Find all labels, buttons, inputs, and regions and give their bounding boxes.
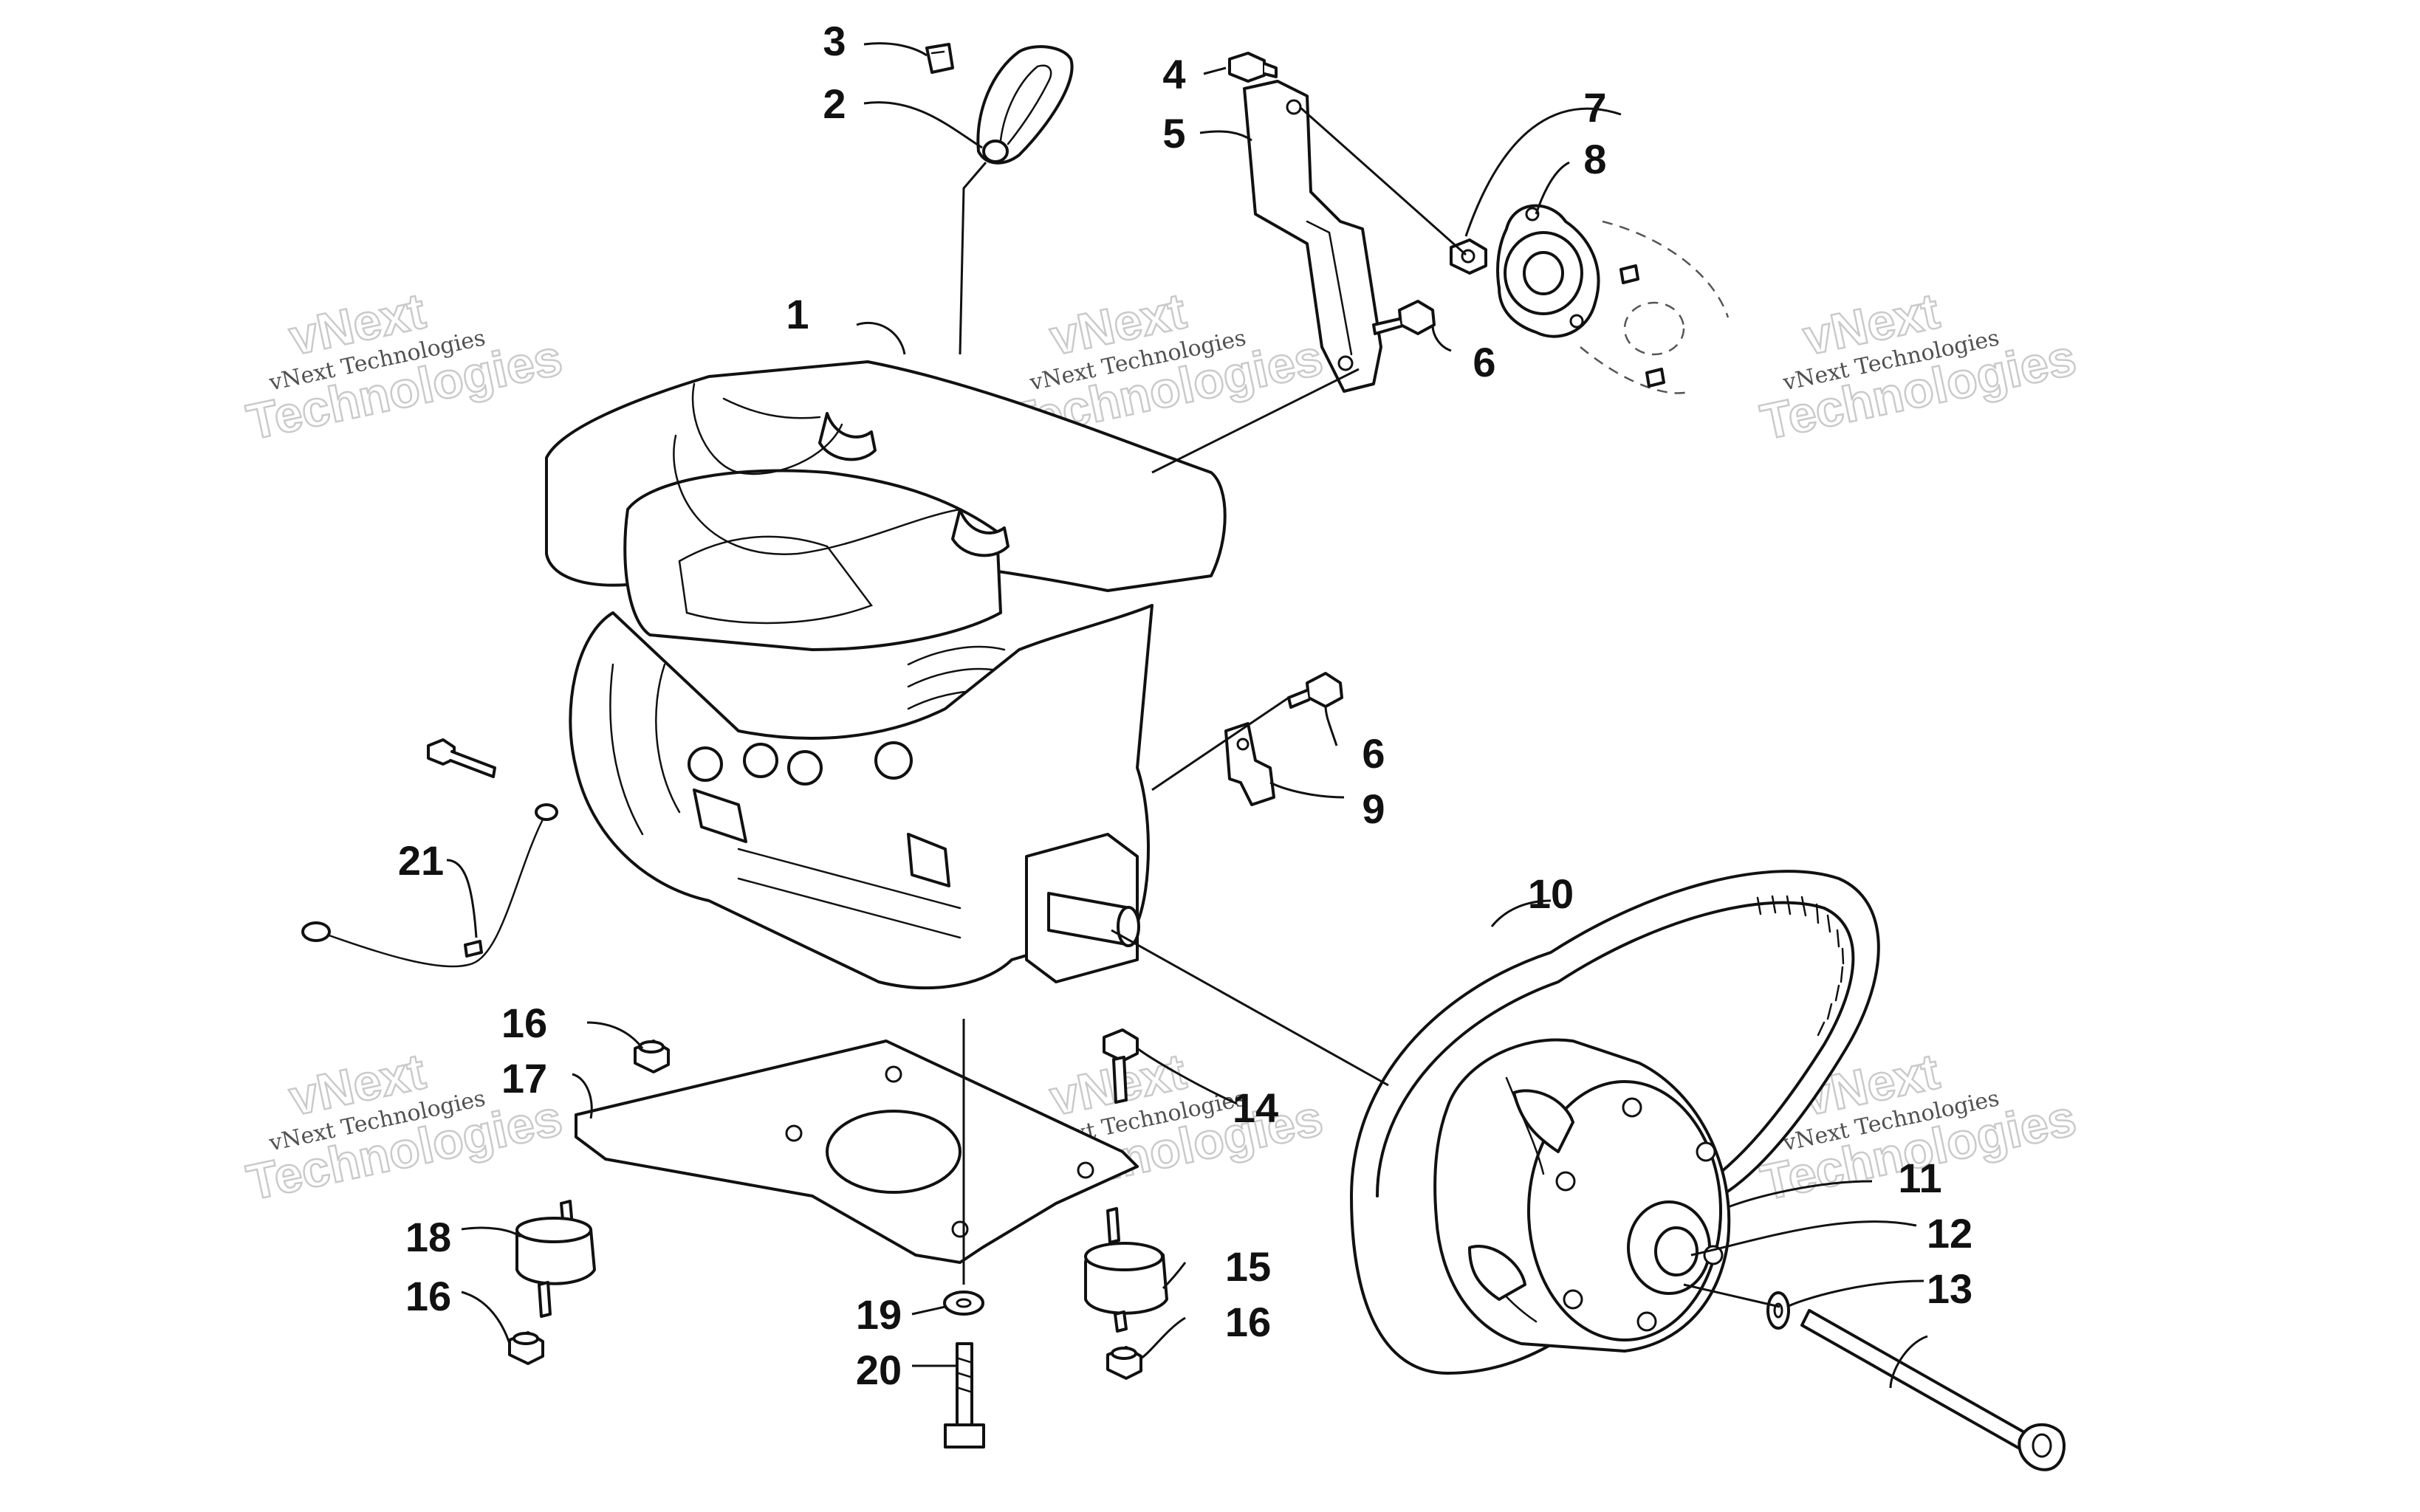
callout-9: 9 — [1362, 786, 1385, 832]
callout-4: 4 — [1162, 51, 1185, 97]
part-2-starter-handle — [959, 45, 1074, 355]
part-15-rubber-mount — [1084, 1207, 1168, 1333]
part-20-bolt — [944, 1342, 985, 1449]
callout-21: 21 — [398, 837, 444, 884]
callout-16-right: 16 — [1225, 1299, 1271, 1345]
part-3-clip — [925, 43, 954, 74]
callout-19: 19 — [856, 1291, 902, 1338]
watermark-group-3: vNext Technologies vNext Technologies — [1755, 282, 2082, 452]
callout-6-mid: 6 — [1362, 730, 1385, 777]
leader-lines — [446, 42, 1928, 1389]
callout-7: 7 — [1583, 84, 1606, 131]
callout-15: 15 — [1225, 1243, 1271, 1290]
callout-12: 12 — [1927, 1210, 1972, 1257]
callout-5: 5 — [1162, 110, 1185, 157]
part-9-bracket — [1224, 722, 1275, 806]
callout-10: 10 — [1528, 870, 1574, 917]
part-18-rubber-mount — [515, 1200, 596, 1318]
part-12-washer — [1766, 1291, 1790, 1330]
part-14-bolt — [1103, 1028, 1139, 1104]
callout-2: 2 — [823, 80, 846, 127]
callout-18: 18 — [405, 1214, 451, 1260]
callout-13: 13 — [1927, 1265, 1972, 1312]
part-21-ground-wire — [301, 738, 558, 968]
part-5-bracket — [1243, 80, 1382, 393]
callout-8: 8 — [1583, 136, 1606, 182]
callout-20: 20 — [856, 1347, 902, 1393]
callout-1: 1 — [786, 291, 809, 337]
callout-11: 11 — [1898, 1155, 1941, 1201]
part-1-engine — [545, 360, 1227, 990]
part-16-nut-left — [508, 1331, 544, 1365]
watermark-group-6: vNext Technologies vNext Technologies — [1755, 1042, 2082, 1212]
watermark-group-4: vNext Technologies vNext Technologies — [241, 1042, 568, 1212]
part-6-bolt-mid — [1287, 672, 1343, 709]
callout-3: 3 — [823, 18, 846, 64]
callout-17: 17 — [501, 1055, 547, 1102]
callout-6-top: 6 — [1473, 339, 1495, 385]
part-16-nut-top — [634, 1040, 670, 1073]
callout-14: 14 — [1233, 1085, 1278, 1131]
watermark-group-1: vNext Technologies vNext Technologies — [241, 282, 568, 452]
callout-16-top: 16 — [501, 1000, 547, 1046]
part-8-bearing-flange — [1496, 204, 1730, 394]
callout-labels: 1 2 3 4 5 6 7 8 6 9 10 11 12 13 14 15 16… — [398, 18, 1972, 1393]
part-6-bolt-top — [1372, 300, 1436, 335]
callout-16-left: 16 — [405, 1273, 451, 1319]
part-4-bolt — [1228, 52, 1278, 83]
part-11-drive-clutch — [1433, 1038, 1731, 1353]
part-17-base-plate — [575, 1040, 1139, 1264]
part-19-washer — [943, 1019, 984, 1316]
part-13-long-bolt — [1800, 1309, 2066, 1471]
part-16-nut-right — [1106, 1346, 1142, 1380]
